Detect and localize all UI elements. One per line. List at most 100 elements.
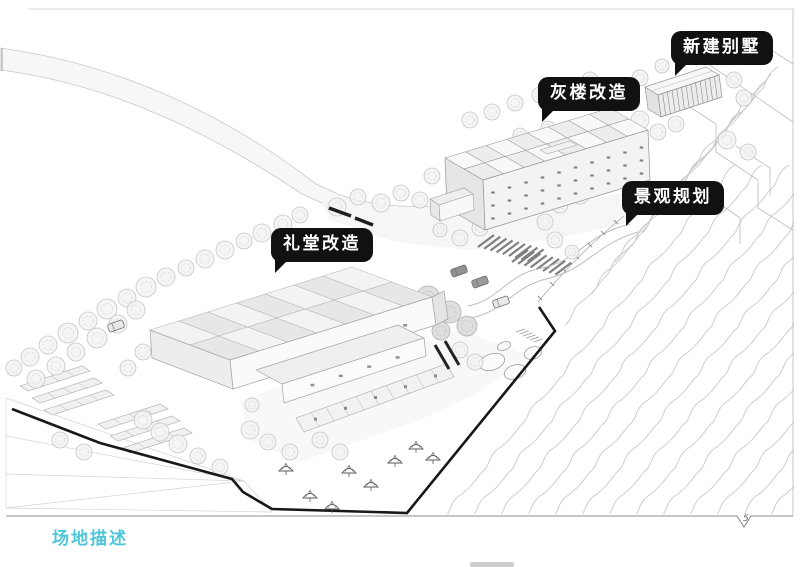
tree: [57, 322, 79, 344]
tree: [432, 222, 448, 238]
tree: [156, 267, 176, 287]
page-number: 5: [743, 514, 749, 524]
gray-building-annex: [429, 187, 475, 222]
tree: [564, 244, 580, 260]
tree: [211, 458, 229, 476]
page-frame: [6, 8, 794, 529]
tree: [456, 315, 478, 337]
tree: [483, 103, 501, 121]
umbrella-icon: [425, 451, 441, 464]
umbrella-icon: [387, 454, 403, 467]
callout-new-villa: 新建别墅: [671, 31, 773, 76]
cars: [107, 264, 510, 333]
tree: [119, 359, 137, 377]
tree: [20, 347, 40, 367]
tree: [150, 422, 170, 442]
callout-label: 景观规划: [634, 187, 712, 207]
tree: [252, 223, 272, 243]
site-boundary: [11, 206, 557, 515]
umbrellas: [278, 440, 441, 513]
callout-tail: [275, 260, 288, 273]
page-caption: 场地描述: [52, 529, 128, 549]
garden-beds: [19, 365, 193, 454]
tree: [66, 342, 86, 362]
gray-building: [444, 107, 651, 231]
tree: [215, 240, 235, 260]
car-icon: [471, 275, 489, 289]
tree: [311, 431, 329, 449]
tree: [717, 130, 737, 150]
umbrella-icon: [408, 440, 424, 453]
tree: [26, 369, 46, 389]
callout-landscape-planning: 景观规划: [622, 181, 724, 226]
callout-auditorium-renovation: 礼堂改造: [271, 228, 373, 273]
tree: [75, 443, 93, 461]
tree: [126, 300, 146, 320]
auditorium-annex: [255, 324, 427, 404]
tree: [725, 71, 743, 89]
callout-label: 新建别墅: [683, 37, 761, 57]
callout-tail: [675, 63, 688, 76]
tree: [46, 356, 66, 376]
tree: [739, 143, 757, 161]
tree: [195, 249, 215, 269]
car-icon: [492, 295, 510, 309]
tree: [78, 311, 98, 331]
tree: [259, 433, 277, 451]
tree: [291, 206, 309, 224]
tree: [461, 111, 479, 129]
tree: [371, 193, 391, 213]
callout-label: 灰楼改造: [550, 83, 628, 103]
umbrella-icon: [324, 500, 340, 513]
umbrella-icon: [363, 478, 379, 491]
tree: [735, 89, 753, 107]
car-icon: [450, 264, 468, 278]
tree: [466, 353, 484, 371]
tree: [38, 335, 58, 355]
tree: [349, 188, 367, 206]
tree: [168, 434, 188, 454]
steps: [515, 328, 543, 343]
tree: [451, 229, 469, 247]
umbrella-icon: [278, 462, 294, 475]
contour-lines: [447, 66, 794, 514]
bottom-gray-bar: [470, 562, 514, 567]
callout-tail: [542, 109, 555, 122]
callout-label: 礼堂改造: [283, 234, 361, 254]
tree: [331, 443, 349, 461]
callout-gray-building-renovation: 灰楼改造: [538, 77, 640, 122]
tree: [189, 447, 207, 465]
tree: [135, 276, 157, 298]
tree: [654, 58, 670, 74]
tree: [451, 341, 469, 359]
tree: [667, 115, 685, 133]
tree: [423, 167, 441, 185]
tree: [411, 191, 429, 209]
rockery: [478, 341, 543, 380]
tree: [244, 397, 260, 413]
planting-rows: [477, 234, 573, 276]
villa-building: [644, 66, 723, 118]
tree: [281, 443, 299, 461]
auditorium-building: [149, 266, 449, 390]
tree: [51, 431, 69, 449]
tree: [86, 327, 108, 349]
tree: [536, 213, 554, 231]
umbrella-icon: [341, 464, 357, 477]
callout-tail: [626, 213, 639, 226]
tree: [392, 184, 410, 202]
tree: [5, 359, 23, 377]
tree: [506, 94, 524, 112]
tree: [96, 298, 118, 320]
tree: [177, 259, 195, 277]
car-icon: [107, 319, 125, 333]
tree: [133, 410, 153, 430]
tree: [240, 420, 260, 440]
tree: [649, 123, 667, 141]
umbrella-icon: [302, 489, 318, 502]
market-stalls: [295, 363, 455, 433]
tree: [235, 232, 253, 250]
tree: [134, 343, 152, 361]
